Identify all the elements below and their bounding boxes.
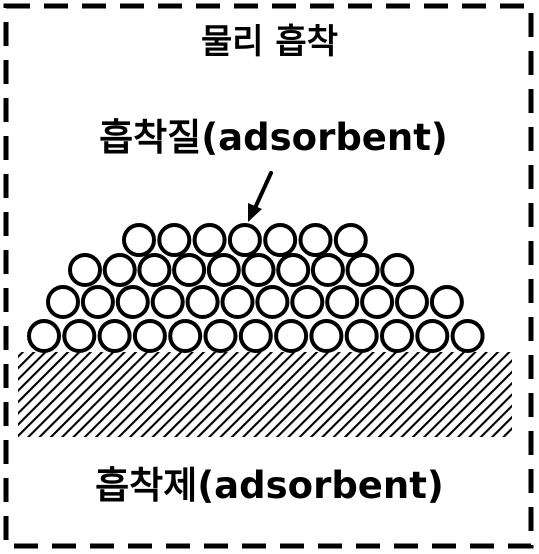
adsorbate-particle <box>255 285 290 319</box>
adsorbate-particle <box>415 319 450 353</box>
adsorbate-particle <box>395 285 429 319</box>
adsorbate-particle <box>360 285 395 319</box>
pointer-arrow <box>248 171 273 222</box>
adsorbate-particle <box>298 223 333 257</box>
adsorbate-particle <box>274 319 309 353</box>
adsorbate-particle <box>310 253 345 287</box>
adsorbate-particle <box>132 319 167 353</box>
adsorbate-particle <box>309 319 344 353</box>
adsorbate-particle <box>150 285 185 319</box>
adsorbate-particle <box>380 253 415 287</box>
adsorbate-particle <box>80 285 115 319</box>
adsorbate-particle <box>185 285 220 319</box>
adsorbate-label: 흡착질(adsorbent) <box>99 116 448 159</box>
adsorbate-particle <box>276 253 311 287</box>
adsorbate-particle <box>122 223 156 257</box>
adsorbate-particle <box>206 253 241 287</box>
adsorbate-particles <box>27 223 485 353</box>
adsorbate-particle <box>241 253 276 287</box>
adsorbate-particle <box>290 285 325 319</box>
adsorbate-particle <box>27 319 61 353</box>
adsorbate-particle <box>429 285 464 319</box>
adsorbate-particle <box>157 223 192 257</box>
adsorbate-particle <box>450 319 485 353</box>
adsorbate-particle <box>68 253 102 287</box>
arrow-head <box>248 203 262 222</box>
adsorbate-particle <box>345 253 380 287</box>
adsorbate-particle <box>137 253 172 287</box>
adsorbate-particle <box>168 319 203 353</box>
adsorbate-particle <box>380 319 414 353</box>
adsorbate-particle <box>115 285 150 319</box>
arrow-shaft <box>253 171 273 210</box>
adsorbate-particle <box>325 285 360 319</box>
diagram-title: 물리 흡착 <box>201 22 338 62</box>
adsorbate-particle <box>97 319 132 353</box>
adsorbate-particle <box>238 319 273 353</box>
adsorbate-particle <box>263 223 298 257</box>
adsorbent-label: 흡착제(adsorbent) <box>95 464 444 507</box>
adsorbent-surface <box>18 352 512 437</box>
adsorbate-particle <box>333 223 368 257</box>
adsorbate-particle <box>220 285 255 319</box>
adsorbate-particle <box>46 285 80 319</box>
adsorbate-particle <box>192 223 227 257</box>
adsorbate-particle <box>344 319 379 353</box>
adsorbate-particle <box>172 253 207 287</box>
adsorbate-particle <box>227 223 262 257</box>
adsorbate-particle <box>62 319 97 353</box>
adsorbate-particle <box>102 253 137 287</box>
adsorbate-particle <box>203 319 238 353</box>
